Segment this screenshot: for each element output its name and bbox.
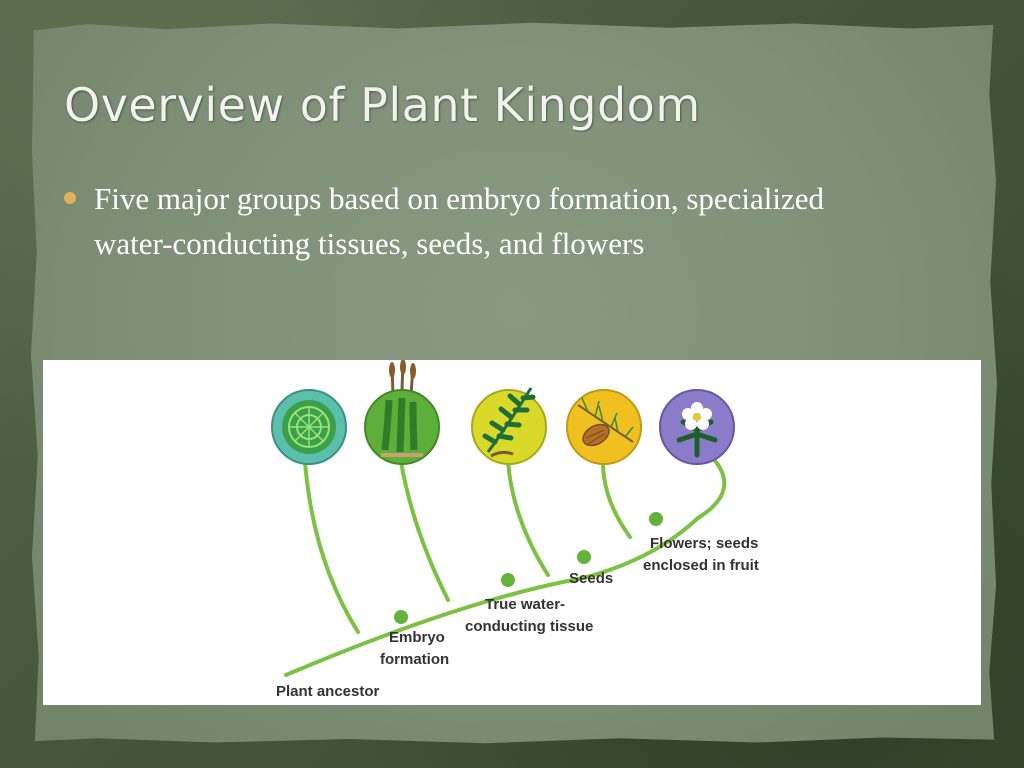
branch-fern: [506, 460, 550, 577]
label-water-line2: conducting tissue: [465, 618, 593, 635]
label-embryo-line2: formation: [380, 651, 449, 668]
label-flowers-line2: enclosed in fruit: [643, 557, 759, 574]
conifer-icon: [566, 389, 642, 465]
cladogram-branches: [284, 454, 727, 677]
bullet-item: Five major groups based on embryo format…: [60, 176, 880, 266]
label-flowers-line1: Flowers; seeds: [650, 535, 758, 552]
cladogram-nodes: [392, 510, 665, 626]
fern-icon: [471, 387, 547, 465]
bullet-list: Five major groups based on embryo format…: [60, 176, 880, 266]
node-flowers: [647, 510, 665, 528]
node-water: [499, 571, 517, 589]
bullet-text: Five major groups based on embryo format…: [94, 181, 825, 261]
node-seeds: [575, 548, 593, 566]
branch-green-algae: [303, 460, 360, 634]
branch-flowering: [696, 454, 727, 520]
moss-icon: [364, 360, 440, 465]
slide-title: Overview of Plant Kingdom: [64, 78, 701, 132]
plant-kingdom-diagram: Plant ancestor Embryo formation True wat…: [43, 360, 981, 705]
branch-conifer: [601, 460, 632, 539]
bullet-dot-icon: [64, 192, 76, 204]
label-seeds: Seeds: [569, 570, 613, 587]
flowering-plant-icon: [659, 389, 735, 465]
node-embryo: [392, 608, 410, 626]
green-algae-icon: [271, 389, 347, 465]
branch-moss: [399, 460, 450, 602]
label-embryo-line1: Embryo: [389, 629, 445, 646]
label-water-line1: True water-: [485, 596, 565, 613]
label-plant-ancestor: Plant ancestor: [276, 683, 380, 700]
main-trunk: [284, 516, 700, 677]
cladogram-svg: Plant ancestor Embryo formation True wat…: [271, 360, 759, 700]
